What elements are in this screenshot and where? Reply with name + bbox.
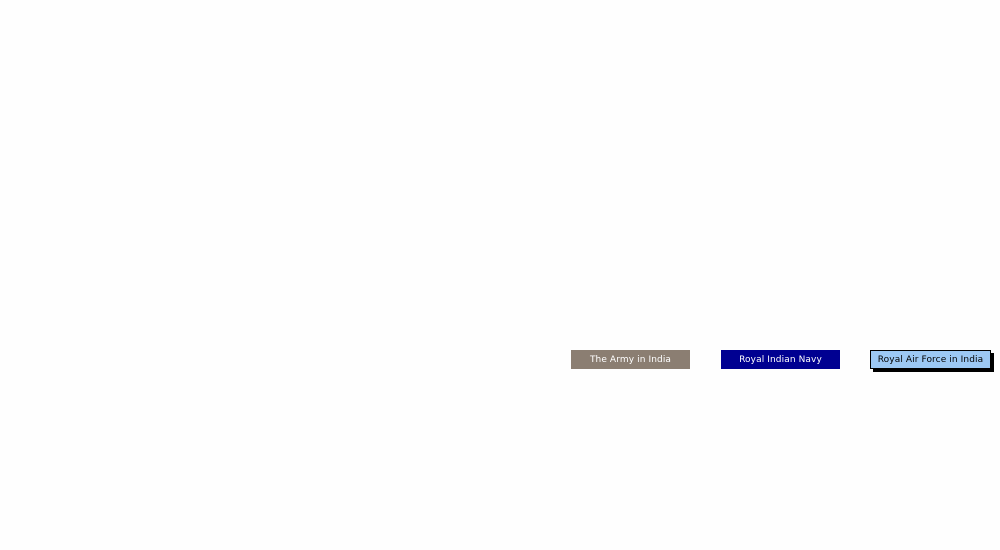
royal-indian-navy-button[interactable]: Royal Indian Navy	[721, 350, 840, 369]
royal-air-force-in-india-button[interactable]: Royal Air Force in India	[870, 350, 991, 369]
army-in-india-label: The Army in India	[589, 354, 672, 365]
army-in-india-button[interactable]: The Army in India	[571, 350, 690, 369]
royal-air-force-in-india-label: Royal Air Force in India	[877, 354, 984, 365]
royal-indian-navy-label: Royal Indian Navy	[739, 354, 822, 365]
